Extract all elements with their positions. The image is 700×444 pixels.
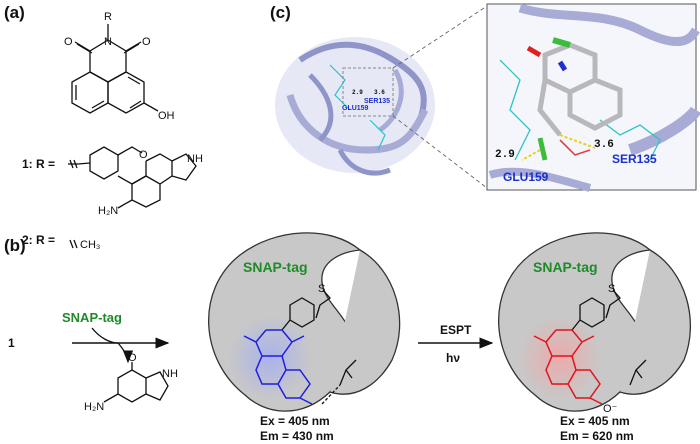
snap-tag-protein-left	[208, 232, 401, 412]
distance-label-1: 3.6	[594, 139, 614, 151]
distance-small-2: 2.9	[352, 89, 363, 96]
compound-1-label: 1: R =	[22, 157, 55, 171]
zoom-box	[342, 67, 394, 117]
excitation-right: Ex = 405 nm	[560, 414, 630, 428]
hbond-3-6	[559, 134, 596, 149]
snap-tag-label-right: SNAP-tag	[533, 259, 598, 275]
nh-purine: NH	[187, 153, 203, 165]
emission-left: Em = 430 nm	[260, 429, 334, 443]
compound-1-reactant: 1	[8, 336, 15, 350]
released-guanine	[103, 362, 169, 403]
panel-label-a: (a)	[4, 3, 25, 22]
n-atom: N	[104, 36, 112, 48]
hbond-2-9	[521, 149, 541, 161]
panel-label-c: (c)	[270, 3, 291, 22]
o-atom-left: O	[64, 36, 73, 48]
naphthalene-ring-left	[71, 71, 109, 114]
snap-tag-protein-right	[498, 232, 692, 412]
distance-label-2: 2.9	[495, 149, 515, 161]
hv-label: hν	[446, 351, 460, 365]
guanine-h2n: H₂N	[84, 401, 104, 413]
phenolate-o: O⁻	[603, 403, 618, 415]
carbonyl-left	[74, 41, 91, 52]
purine-6-ring	[145, 153, 173, 185]
sulfur-left: S	[318, 283, 325, 295]
guanine-nh: NH	[162, 368, 178, 380]
naphthalimide-structure-a	[71, 24, 159, 114]
compound-2-label: 2: R =	[22, 233, 55, 247]
bound-dye-right	[533, 289, 647, 405]
o-atom-right: O	[142, 36, 151, 48]
ch3-group: CH₃	[80, 239, 100, 251]
sulfur-right: S	[608, 283, 615, 295]
naphthalene-ring-right	[107, 71, 145, 114]
panel-label-b: (b)	[4, 236, 26, 255]
purine-lower-ring	[131, 175, 161, 208]
snap-tag-reagent: SNAP-tag	[62, 310, 122, 325]
purine-5-ring	[171, 153, 197, 181]
residue-glu159: GLU159	[503, 170, 549, 184]
snap-tag-label-left: SNAP-tag	[243, 259, 308, 275]
benzyl-ring	[89, 146, 119, 180]
distance-small-1: 3.6	[374, 89, 385, 96]
r-atom: R	[104, 11, 112, 23]
oh-bond	[143, 102, 159, 112]
bound-dye-left	[243, 289, 357, 405]
emission-right: Em = 620 nm	[560, 429, 634, 443]
benzylguanine-substituent	[68, 146, 197, 209]
protein-ribbon-overview	[275, 37, 435, 176]
h2n-purine: H₂N	[98, 205, 118, 217]
residue-ser135: SER135	[612, 152, 657, 166]
excitation-left: Ex = 405 nm	[260, 414, 330, 428]
residue-glu159-small: GLU159	[342, 105, 369, 112]
o-ether-atom: O	[139, 149, 148, 161]
zoomed-binding-site	[486, 3, 700, 192]
residue-ser135-small: SER135	[364, 98, 390, 105]
carbonyl-right	[125, 41, 142, 52]
aromatic-double-bonds	[75, 76, 142, 109]
espt-label: ESPT	[440, 323, 472, 337]
guanine-o: O	[128, 352, 137, 364]
oh-group: OH	[158, 110, 175, 122]
